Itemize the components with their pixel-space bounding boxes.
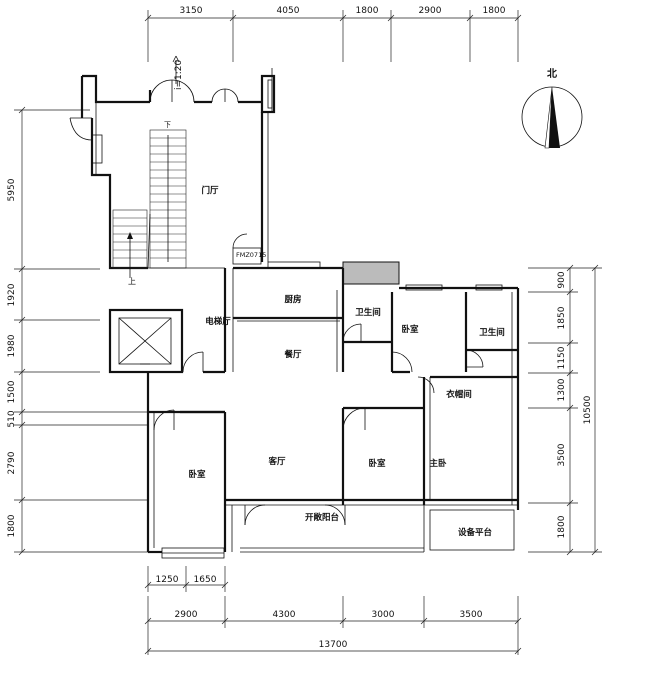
room-bathroom-2: 卫生间 [479, 327, 505, 338]
dim-bottom-total: 13700 [319, 640, 348, 650]
door-code-label: FMZ0715 [236, 251, 266, 259]
dim-right-4: 1300 [557, 378, 567, 401]
room-equipment: 设备平台 [458, 527, 493, 538]
room-balcony: 开敞阳台 [305, 512, 340, 523]
north-label: 北 [547, 67, 557, 80]
room-bedroom-left: 卧室 [188, 469, 206, 480]
dim-top-5: 1800 [483, 6, 506, 16]
dim-left-4: 1500 [7, 380, 17, 403]
dim-top-1: 3150 [180, 6, 203, 16]
stair-down-label: 下 [164, 121, 171, 129]
dim-bottom-4: 3500 [460, 610, 483, 620]
room-dining: 餐厅 [283, 349, 302, 360]
room-living: 客厅 [267, 456, 286, 467]
room-bathroom-1: 卫生间 [355, 307, 381, 318]
stair-core: 上 下 i=1:20 [69, 55, 187, 286]
north-arrow-icon: 北 [521, 67, 583, 149]
elevator-icon [108, 308, 184, 374]
room-master: 主卧 [429, 458, 447, 469]
dim-right-2: 1850 [557, 306, 567, 329]
dim-left-5: 510 [7, 410, 17, 427]
stair-flight [112, 129, 187, 278]
ramp-slope-label: i=1:20 [174, 59, 184, 90]
room-bedroom-center: 卧室 [368, 458, 386, 469]
dim-right-5: 3500 [557, 443, 567, 466]
dim-top-2: 4050 [277, 6, 300, 16]
entrance-doors [148, 68, 276, 114]
dim-left-7: 1800 [7, 514, 17, 537]
dim-left-2: 1920 [7, 283, 17, 306]
room-kitchen: 厨房 [284, 294, 301, 305]
room-bedroom-mid: 卧室 [401, 324, 419, 335]
dim-top-4: 2900 [419, 6, 442, 16]
dim-right-3: 1150 [557, 346, 567, 369]
dim-bottom-3: 3000 [372, 610, 395, 620]
dim-right-6: 1800 [557, 515, 567, 538]
unit-walls [146, 261, 520, 559]
room-cloakroom: 衣帽间 [446, 389, 472, 400]
top-dimension-chain: 3150 4050 1800 2900 1800 [144, 6, 522, 62]
bottom-dimension-chain: 1250 1650 2900 4300 3000 3500 13700 [144, 566, 522, 655]
left-dimension-chain: 5950 1920 1980 1500 510 2790 1800 [7, 106, 148, 556]
dim-left-1: 5950 [7, 178, 17, 201]
dim-top-3: 1800 [356, 6, 379, 16]
dim-bottom-sub-2: 1650 [194, 575, 217, 585]
dim-bottom-2: 4300 [273, 610, 296, 620]
stair-up-label: 上 [128, 277, 136, 286]
dim-right-total: 10500 [583, 395, 593, 424]
right-dimension-chain: 900 1850 1150 1300 3500 1800 10500 [528, 264, 602, 556]
dim-right-1: 900 [557, 271, 567, 288]
dim-left-6: 2790 [7, 451, 17, 474]
room-foyer: 门厅 [201, 185, 219, 196]
dim-left-3: 1980 [7, 334, 17, 357]
room-elevator-hall: 电梯厅 [205, 316, 231, 327]
dim-bottom-1: 2900 [175, 610, 198, 620]
dim-bottom-sub-1: 1250 [156, 575, 179, 585]
room-labels: 门厅 电梯厅 厨房 餐厅 卫生间 卧室 卫生间 衣帽间 卧室 客厅 卧室 主卧 … [188, 185, 504, 538]
foyer-walls: FMZ0715 [148, 112, 269, 372]
